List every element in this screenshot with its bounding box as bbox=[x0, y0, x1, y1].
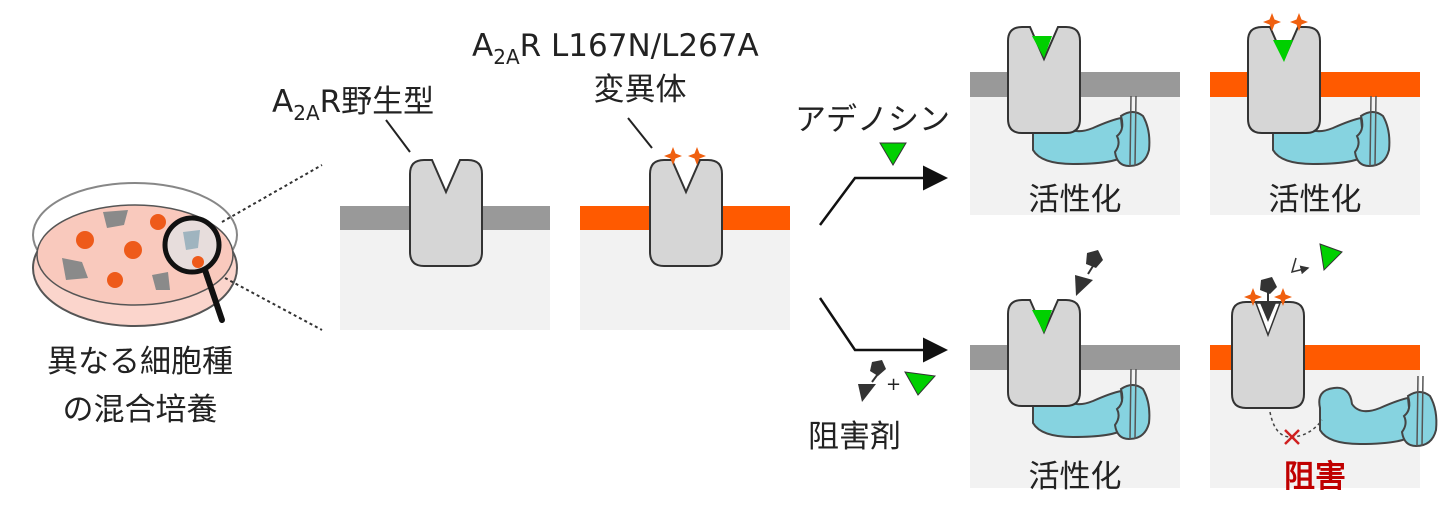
result-top-wildtype bbox=[970, 26, 1180, 215]
result-bottom-mutant bbox=[1210, 243, 1438, 488]
gray-cell bbox=[103, 210, 128, 228]
agonist-icon bbox=[1032, 310, 1052, 333]
wildtype-receptor bbox=[409, 159, 483, 267]
mutant-panel bbox=[580, 147, 790, 330]
zoom-line bbox=[221, 164, 323, 223]
antagonist-icon bbox=[1075, 250, 1103, 296]
culture-label-line2: の混合培養 bbox=[63, 392, 218, 428]
result-label: 活性化 bbox=[1029, 182, 1122, 218]
agonist-arrow bbox=[818, 165, 948, 226]
mutant-label: A2AR L167N/L267A bbox=[472, 28, 759, 69]
result-label: 活性化 bbox=[1029, 459, 1122, 495]
result-label: 活性化 bbox=[1269, 182, 1362, 218]
leader-line bbox=[385, 119, 411, 153]
agonist-icon bbox=[1032, 36, 1052, 58]
inhibition-label: 阻害 bbox=[1284, 459, 1346, 495]
result-bottom-wildtype bbox=[970, 250, 1180, 488]
wildtype-label: A2AR野生型 bbox=[272, 84, 434, 125]
culture-label-line1: 異なる細胞種 bbox=[47, 344, 233, 380]
gray-cell bbox=[62, 258, 88, 280]
magnifier-icon bbox=[162, 215, 225, 323]
result-top-mutant bbox=[1210, 13, 1420, 215]
cross-icon bbox=[1284, 429, 1300, 445]
leader-line bbox=[627, 117, 653, 149]
antagonist-icon bbox=[1260, 303, 1276, 322]
agonist-icon bbox=[1273, 40, 1293, 62]
orange-cell bbox=[76, 214, 166, 288]
agonist-label: アデノシン bbox=[795, 102, 950, 138]
agonist-icon bbox=[1319, 243, 1343, 272]
agonist-icon bbox=[879, 142, 907, 166]
gray-cell bbox=[152, 272, 170, 290]
mutant-receptor bbox=[649, 159, 723, 267]
mutant-label-line2: 変異体 bbox=[594, 72, 687, 108]
zoom-line bbox=[224, 277, 323, 331]
wildtype-panel bbox=[340, 159, 550, 330]
agonist-icon bbox=[904, 371, 937, 396]
plus-sign: + bbox=[886, 374, 901, 395]
antagonist-label: 阻害剤 bbox=[808, 419, 901, 455]
antagonist-arrow bbox=[818, 297, 948, 363]
antagonist-icon bbox=[858, 360, 886, 402]
culture-dish bbox=[32, 164, 323, 331]
release-arrow bbox=[1290, 257, 1310, 275]
